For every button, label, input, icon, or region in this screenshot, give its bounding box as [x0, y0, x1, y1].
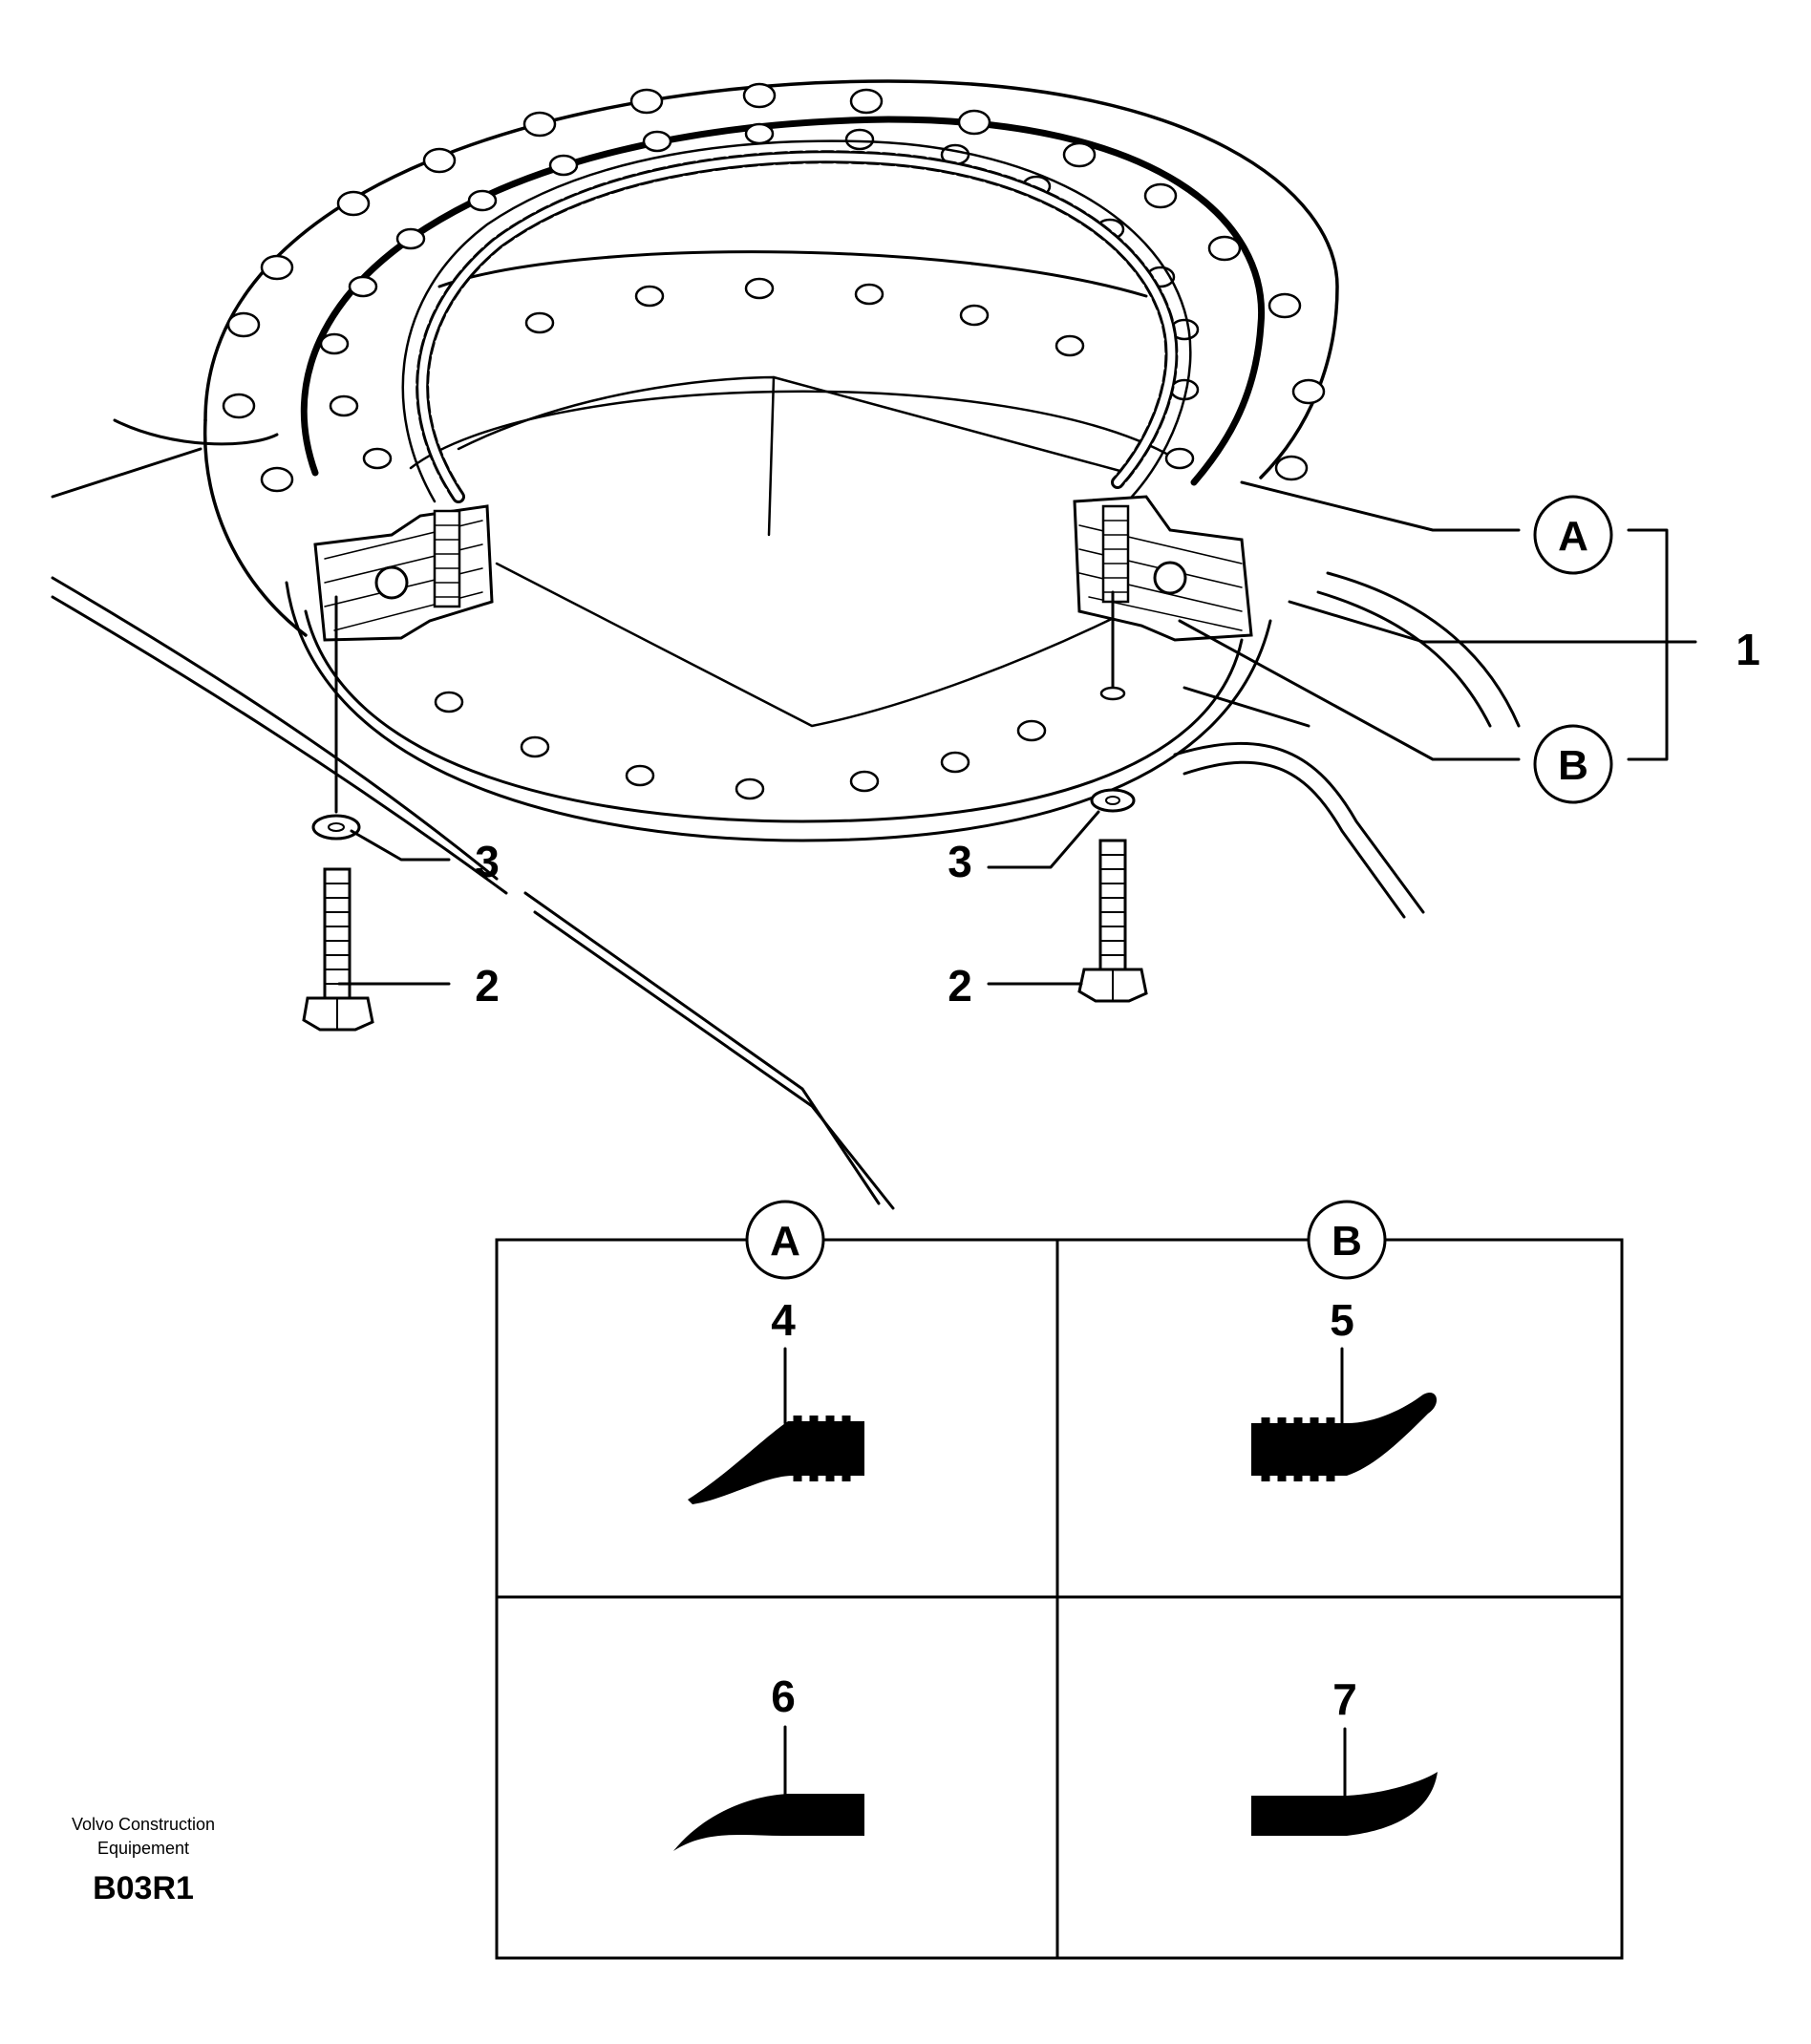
outer-bolt-holes: [222, 82, 1326, 493]
left-bolt: [302, 867, 374, 1032]
callout-B: B: [1533, 724, 1613, 804]
svg-text:5: 5: [1330, 1295, 1354, 1345]
callout-1: 1: [1736, 625, 1760, 674]
callout-2-left: 2: [475, 961, 500, 1011]
inner-bolt-holes: [434, 277, 1085, 800]
callout-2-right: 2: [948, 961, 972, 1011]
seal-profile-7: 7: [1251, 1674, 1438, 1836]
svg-text:7: 7: [1332, 1674, 1357, 1724]
seal-profile-6: 6: [673, 1671, 864, 1851]
callout-3-left: 3: [475, 837, 500, 886]
seal-profile-5: 5: [1251, 1295, 1438, 1481]
leader-lines: [337, 480, 1697, 986]
footer-brand: Volvo Construction Equipement B03R1: [72, 1815, 215, 1906]
table-header-B: B: [1307, 1200, 1387, 1280]
inner-ring-plate: [285, 250, 1272, 842]
callout-A: A: [1533, 495, 1613, 575]
table-header-A: A: [745, 1200, 825, 1280]
left-washer: [311, 814, 361, 841]
svg-text:6: 6: [771, 1671, 796, 1721]
svg-text:4: 4: [771, 1295, 796, 1345]
cross-section-left: [313, 504, 494, 642]
chassis-outline: [51, 418, 1521, 1210]
svg-text:A: A: [1558, 513, 1588, 560]
detail-table: A B 4 5 6 7: [495, 1200, 1624, 1960]
svg-text:B: B: [1558, 742, 1588, 789]
svg-text:Equipement: Equipement: [97, 1839, 189, 1858]
alignment-pins: [334, 590, 1126, 814]
cross-section-right: [1073, 495, 1253, 642]
svg-text:B03R1: B03R1: [93, 1870, 194, 1906]
gear-teeth: [401, 139, 1192, 503]
callout-3-right: 3: [948, 837, 972, 886]
svg-text:Volvo Construction: Volvo Construction: [72, 1815, 215, 1834]
svg-text:A: A: [770, 1218, 800, 1265]
right-washer: [1090, 788, 1136, 813]
svg-text:B: B: [1332, 1218, 1362, 1265]
seal-profile-4: 4: [688, 1295, 864, 1504]
right-bolt: [1077, 839, 1148, 1003]
